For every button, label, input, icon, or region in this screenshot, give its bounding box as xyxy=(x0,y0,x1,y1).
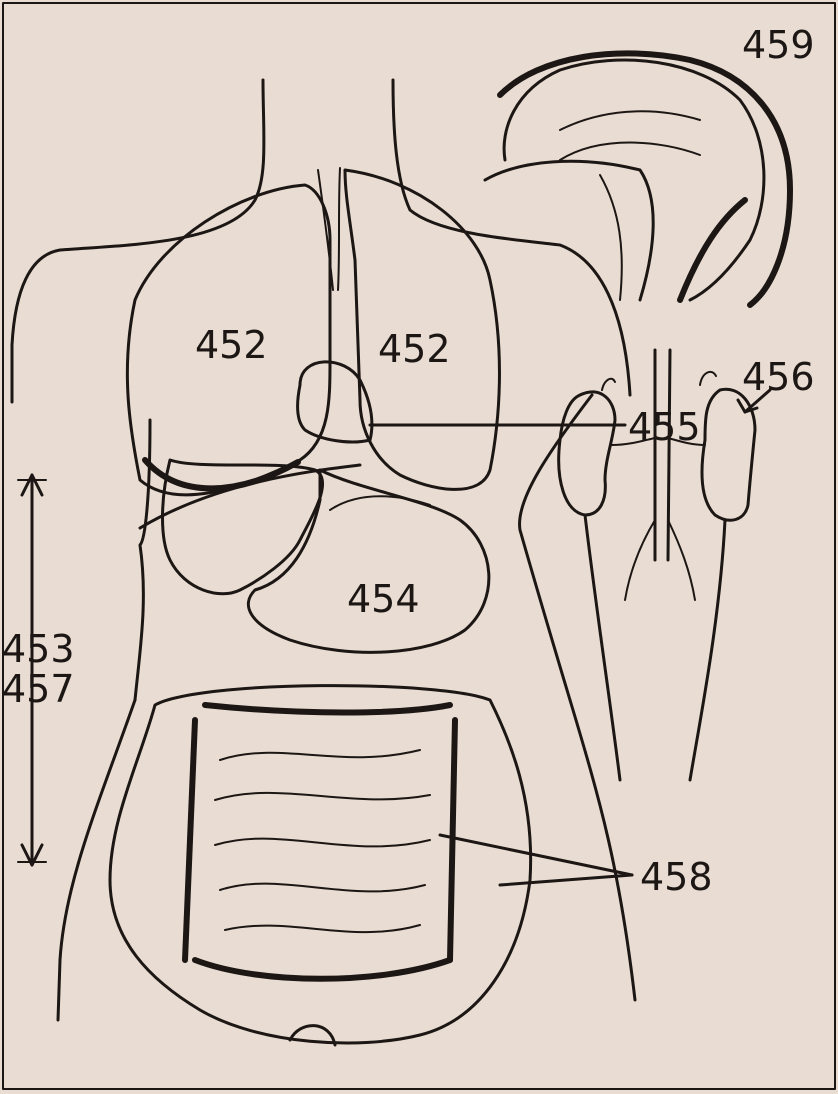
brain-outline xyxy=(504,60,764,300)
label-458: 458 xyxy=(640,855,713,899)
left-kidney-outline xyxy=(559,392,615,515)
left-ureter xyxy=(585,515,620,780)
intestine-pointer-upper xyxy=(440,835,632,875)
transverse-colon xyxy=(205,705,450,713)
label-454: 454 xyxy=(347,577,420,621)
label-457: 457 xyxy=(2,667,75,711)
intestine-pointer-lower xyxy=(500,875,632,885)
label-452-right: 452 xyxy=(378,327,451,371)
label-459: 459 xyxy=(742,23,815,67)
intestines xyxy=(110,686,632,1045)
torso-outline xyxy=(12,80,635,1020)
liver-outline xyxy=(163,460,323,594)
label-453: 453 xyxy=(2,627,75,671)
brainstem-outline xyxy=(485,161,653,300)
label-452-left: 452 xyxy=(195,323,268,367)
right-ureter xyxy=(690,520,725,780)
label-455: 455 xyxy=(628,405,701,449)
label-456: 456 xyxy=(742,355,815,399)
brain xyxy=(485,53,790,305)
large-intestine-outline xyxy=(110,686,531,1043)
